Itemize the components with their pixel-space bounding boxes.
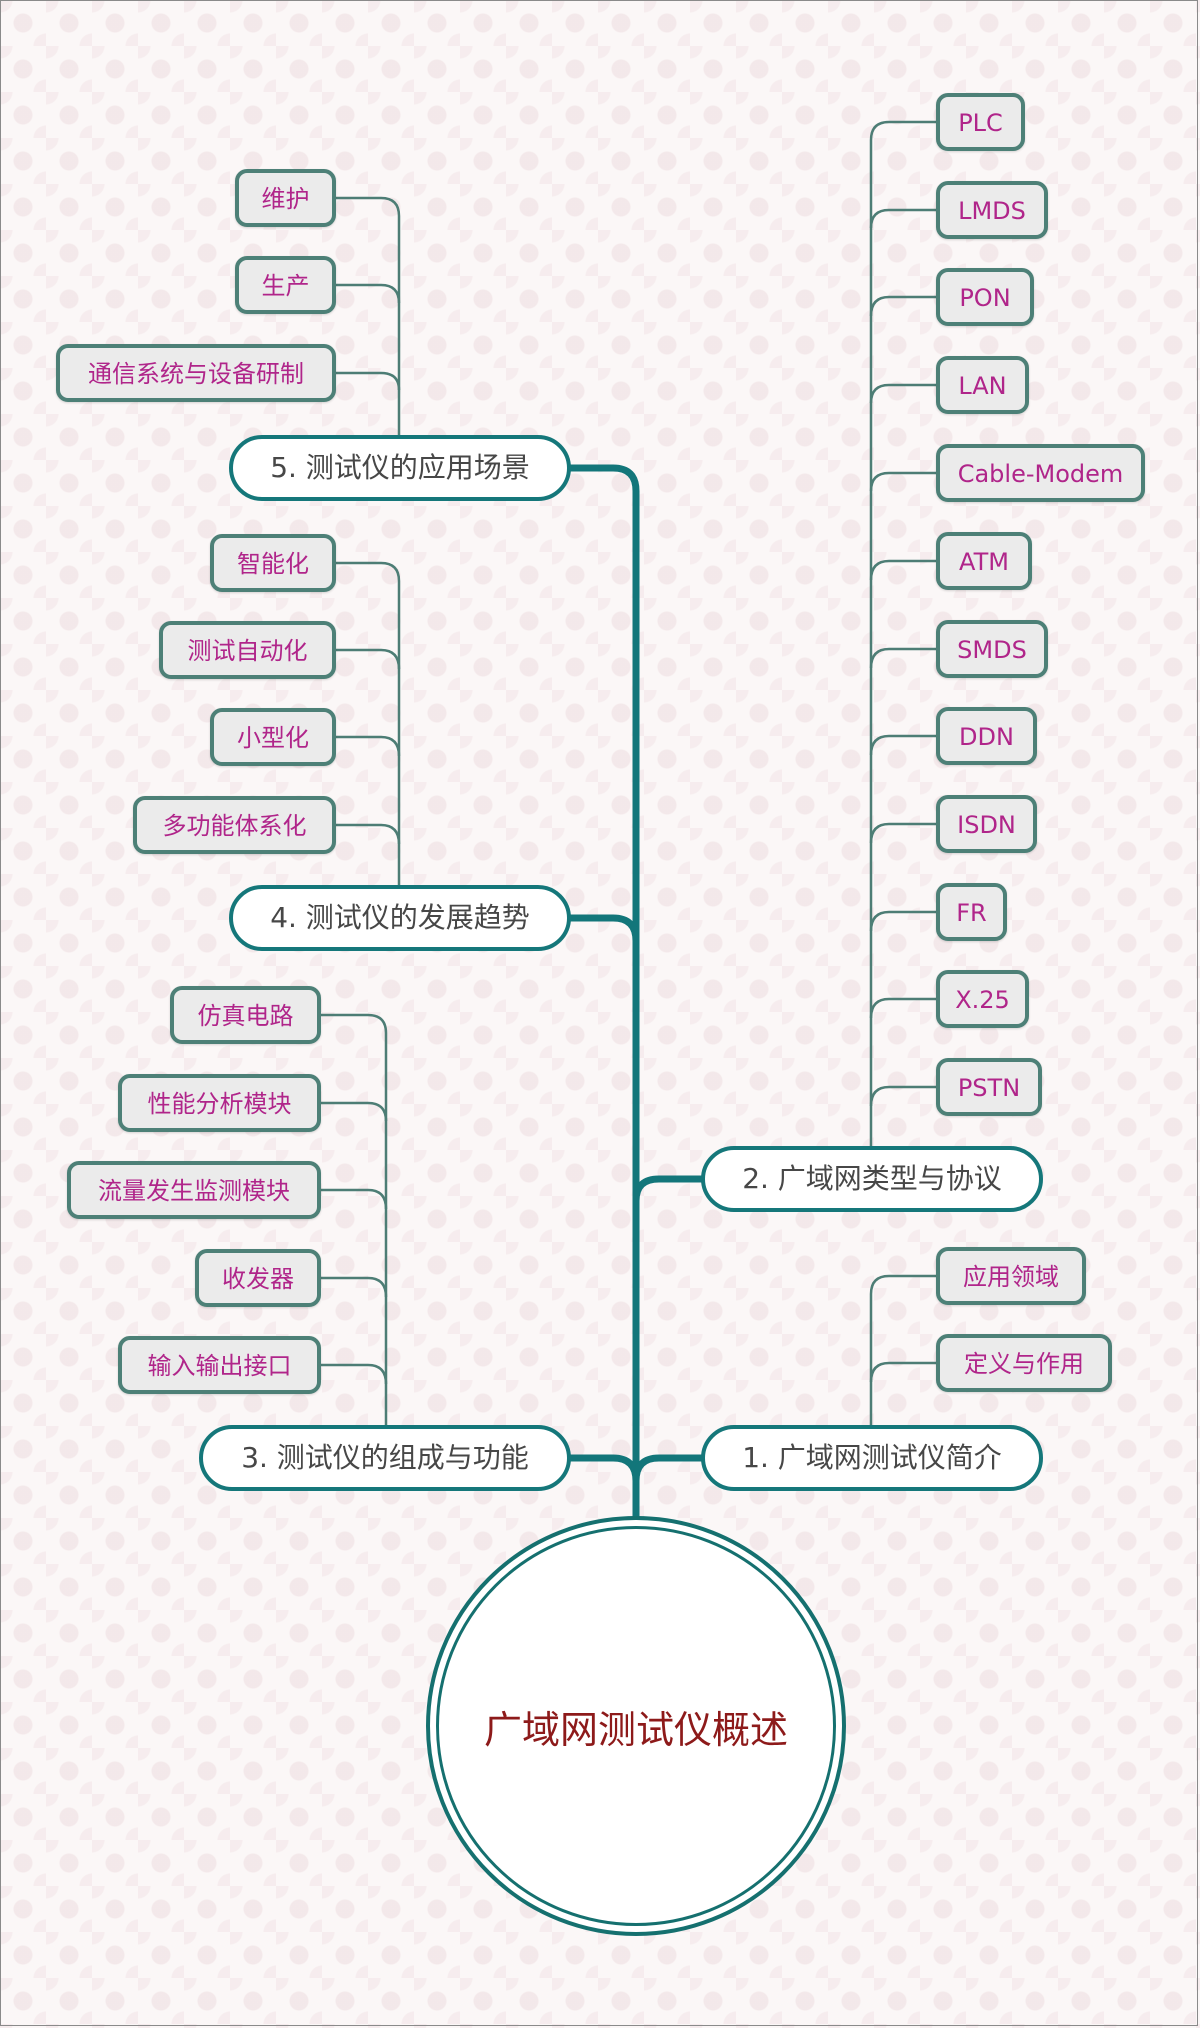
leaf-multifunction-system[interactable]: 多功能体系化 bbox=[133, 796, 336, 854]
leaf-intelligent[interactable]: 智能化 bbox=[210, 534, 336, 592]
root-label: 广域网测试仪概述 bbox=[436, 1526, 836, 1926]
leaf-maintenance[interactable]: 维护 bbox=[235, 169, 336, 227]
leaf-io-interface[interactable]: 输入输出接口 bbox=[118, 1336, 321, 1394]
trunk-line bbox=[567, 464, 640, 1520]
connector-b1 bbox=[632, 1454, 705, 1485]
leaf-fr[interactable]: FR bbox=[936, 883, 1007, 941]
leaf-x25[interactable]: X.25 bbox=[936, 970, 1029, 1028]
branch-1-introduction[interactable]: 1. 广域网测试仪简介 bbox=[701, 1425, 1043, 1491]
leaf-atm[interactable]: ATM bbox=[936, 532, 1032, 590]
leaf-cable-modem[interactable]: Cable-Modem bbox=[936, 444, 1145, 502]
leaf-definition-role[interactable]: 定义与作用 bbox=[936, 1334, 1112, 1392]
leaf-plc[interactable]: PLC bbox=[936, 93, 1025, 151]
leaf-traffic-generation[interactable]: 流量发生监测模块 bbox=[67, 1161, 321, 1219]
connector-b2 bbox=[632, 1175, 705, 1205]
leaf-production[interactable]: 生产 bbox=[235, 256, 336, 314]
leaf-pstn[interactable]: PSTN bbox=[936, 1058, 1042, 1116]
leaf-ddn[interactable]: DDN bbox=[936, 707, 1037, 765]
leaf-pon[interactable]: PON bbox=[936, 268, 1034, 326]
branch-3-composition-functions[interactable]: 3. 测试仪的组成与功能 bbox=[199, 1425, 571, 1491]
leaf-transceiver[interactable]: 收发器 bbox=[195, 1249, 321, 1307]
leaf-smds[interactable]: SMDS bbox=[936, 620, 1048, 678]
leaf-lan[interactable]: LAN bbox=[936, 356, 1029, 414]
leaf-lmds[interactable]: LMDS bbox=[936, 181, 1048, 239]
leaf-application-fields[interactable]: 应用领域 bbox=[936, 1247, 1086, 1305]
connector-b3 bbox=[567, 1454, 640, 1485]
branch-2-wan-types-protocols[interactable]: 2. 广域网类型与协议 bbox=[701, 1146, 1043, 1212]
leaf-isdn[interactable]: ISDN bbox=[936, 795, 1037, 853]
leaf-emulation-circuit[interactable]: 仿真电路 bbox=[170, 986, 321, 1044]
leaf-miniaturization[interactable]: 小型化 bbox=[210, 708, 336, 766]
connector-b4 bbox=[567, 914, 640, 945]
branch-5-application-scenarios[interactable]: 5. 测试仪的应用场景 bbox=[229, 435, 571, 501]
leaf-rd[interactable]: 通信系统与设备研制 bbox=[56, 344, 336, 402]
root-node[interactable]: 广域网测试仪概述 bbox=[426, 1516, 846, 1936]
branch-4-development-trends[interactable]: 4. 测试仪的发展趋势 bbox=[229, 885, 571, 951]
leaf-test-automation[interactable]: 测试自动化 bbox=[159, 621, 336, 679]
leaf-performance-analysis[interactable]: 性能分析模块 bbox=[118, 1074, 321, 1132]
